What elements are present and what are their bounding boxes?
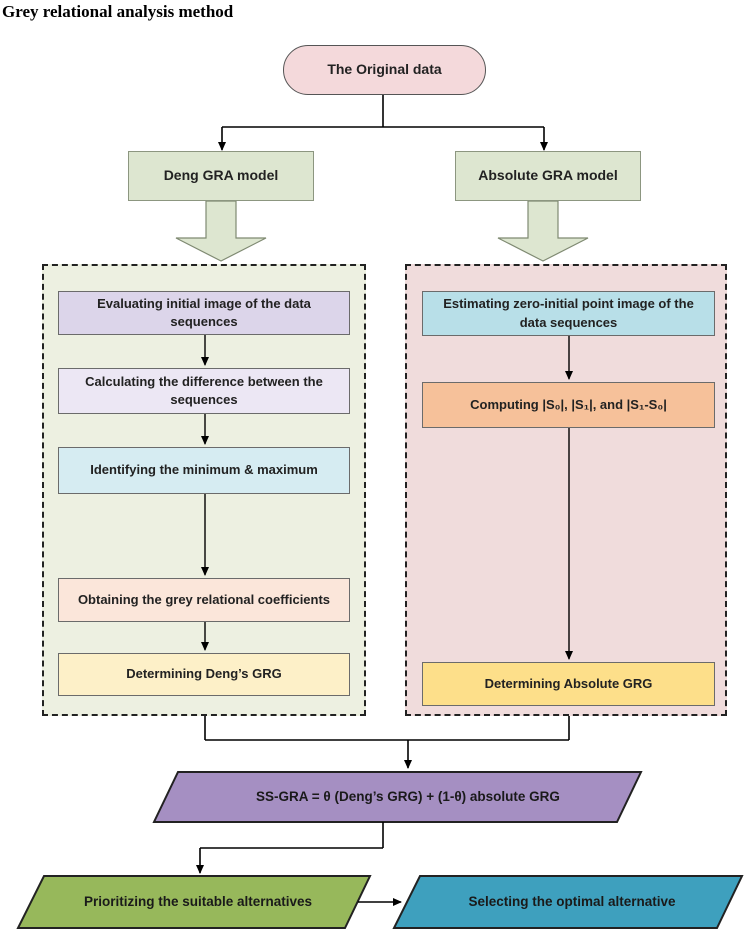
deng-step-min-max: Identifying the minimum & maximum [58, 447, 350, 494]
original-data-node: The Original data [283, 45, 486, 95]
select-shape [392, 875, 744, 929]
absolute-step-zero-initial: Estimating zero-initial point image of t… [422, 291, 715, 336]
select-node: Selecting the optimal alternative [436, 876, 708, 928]
prioritize-shape [16, 875, 372, 929]
deng-step-4-label: Obtaining the grey relational coefficien… [77, 591, 331, 607]
combination-label: SS-GRA = θ (Deng’s GRG) + (1-θ) absolute… [256, 788, 560, 804]
deng-model-box: Deng GRA model [128, 151, 314, 201]
deng-block-arrow [175, 200, 267, 262]
absolute-block-arrow [497, 200, 589, 262]
absolute-model-label: Absolute GRA model [478, 167, 618, 184]
absolute-panel [405, 264, 727, 716]
prioritize-node: Prioritizing the suitable alternatives [60, 876, 336, 928]
deng-step-coefficients: Obtaining the grey relational coefficien… [58, 578, 350, 622]
deng-step-difference: Calculating the difference between the s… [58, 368, 350, 414]
absolute-step-grg: Determining Absolute GRG [422, 662, 715, 706]
deng-step-initial-image: Evaluating initial image of the data seq… [58, 291, 350, 335]
deng-step-5-label: Determining Deng’s GRG [126, 666, 282, 682]
deng-step-2-label: Calculating the difference between the s… [85, 373, 323, 407]
prioritize-label: Prioritizing the suitable alternatives [83, 893, 313, 909]
deng-step-grg: Determining Deng’s GRG [58, 653, 350, 696]
combination-shape [152, 771, 643, 823]
original-data-label: The Original data [327, 61, 442, 78]
absolute-step-3-label: Determining Absolute GRG [484, 675, 653, 691]
select-label: Selecting the optimal alternative [468, 893, 676, 909]
page-title: Grey relational analysis method [2, 2, 234, 21]
deng-step-1-label: Evaluating initial image of the data seq… [97, 295, 311, 329]
deng-step-3-label: Identifying the minimum & maximum [90, 462, 318, 478]
absolute-step-computing: Computing |S₀|, |S₁|, and |S₁-S₀| [422, 382, 715, 428]
absolute-model-box: Absolute GRA model [455, 151, 641, 201]
absolute-step-1-label: Estimating zero-initial point image of t… [443, 296, 694, 330]
deng-model-label: Deng GRA model [163, 167, 279, 184]
absolute-step-2-label: Computing |S₀|, |S₁|, and |S₁-S₀| [470, 396, 667, 412]
combination-node: SS-GRA = θ (Deng’s GRG) + (1-θ) absolute… [200, 772, 616, 822]
